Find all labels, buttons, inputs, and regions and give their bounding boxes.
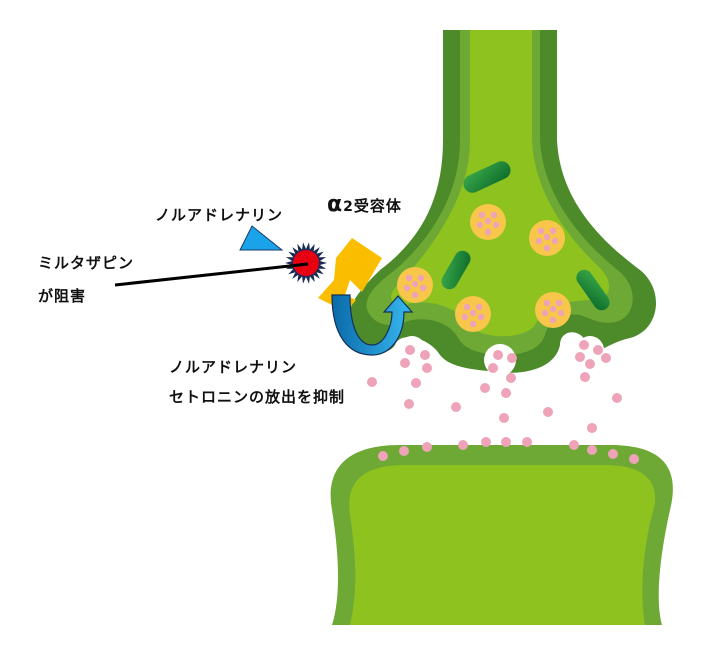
neurotransmitter: [587, 445, 597, 455]
pointer-line: [114, 262, 309, 287]
neurotransmitter: [575, 352, 585, 362]
vesicle-transmitter: [490, 211, 498, 219]
vesicle-transmitter: [492, 221, 500, 229]
neurotransmitter: [501, 437, 511, 447]
noradrenaline-molecule: [239, 225, 284, 251]
vesicle-transmitter: [463, 303, 471, 311]
vesicle-transmitter: [535, 237, 543, 245]
vesicle-transmitter: [478, 211, 486, 219]
alpha2-receptor: [318, 238, 382, 312]
neurotransmitter: [580, 372, 590, 382]
neurotransmitter: [593, 345, 603, 355]
neurotransmitter: [587, 423, 597, 433]
alpha-subscript: 2: [343, 199, 354, 215]
noradrenaline-label: ノルアドレナリン: [155, 206, 284, 224]
neurotransmitter: [579, 340, 589, 350]
vesicle-transmitter: [549, 316, 557, 324]
neurotransmitters: [367, 340, 639, 464]
vesicle-transmitter: [461, 313, 469, 321]
postsynaptic-neuron: [330, 445, 673, 625]
vesicle-transmitter: [417, 274, 425, 282]
alpha2-receptor-label: α2受容体: [327, 192, 402, 217]
neurotransmitter: [501, 388, 511, 398]
neurotransmitter: [506, 373, 516, 383]
neurotransmitter: [400, 358, 410, 368]
neurotransmitter: [488, 363, 498, 373]
neurotransmitter: [522, 437, 532, 447]
vesicle-transmitter: [403, 284, 411, 292]
neurotransmitter: [480, 383, 490, 393]
neurotransmitter: [422, 363, 432, 373]
vesicle-transmitter: [469, 320, 477, 328]
synaptic-vesicles: [397, 204, 571, 332]
vesicle-transmitter: [405, 274, 413, 282]
vesicle-transmitter: [476, 221, 484, 229]
feedback-arrow: [331, 294, 414, 356]
neurotransmitter: [507, 353, 517, 363]
neurotransmitter: [367, 377, 377, 387]
neurotransmitter: [405, 345, 415, 355]
vesicle-transmitter: [543, 233, 551, 241]
vesicle-transmitter: [537, 227, 545, 235]
neurotransmitter: [378, 451, 388, 461]
neurotransmitter: [569, 440, 579, 450]
vesicle-transmitter: [419, 284, 427, 292]
neurotransmitter: [411, 378, 421, 388]
vesicle-transmitter: [484, 217, 492, 225]
vesicle-transmitter: [484, 228, 492, 236]
vesicle-transmitter: [411, 280, 419, 288]
release-label-line1: ノルアドレナリン: [169, 358, 298, 376]
vesicle-transmitter: [475, 303, 483, 311]
neurotransmitter: [458, 440, 468, 450]
mirtazapine-label: ミルタザピン: [38, 254, 135, 272]
inhibits-label: が阻害: [38, 287, 87, 305]
vesicle-transmitter: [543, 299, 551, 307]
neurotransmitter: [543, 407, 553, 417]
vesicle-transmitter: [549, 227, 557, 235]
neurotransmitter: [420, 350, 430, 360]
vesicle-transmitter: [557, 309, 565, 317]
vesicle-transmitter: [551, 237, 559, 245]
neurotransmitter: [404, 399, 414, 409]
vesicle-transmitter: [469, 309, 477, 317]
vesicle-transmitter: [477, 313, 485, 321]
neurotransmitter: [585, 359, 595, 369]
receptor-text: 受容体: [353, 197, 402, 215]
neurotransmitter: [481, 437, 491, 447]
vesicle-transmitter: [541, 309, 549, 317]
mitochondria: [441, 161, 610, 311]
vesicle-transmitter: [549, 305, 557, 313]
vesicle-transmitter: [555, 299, 563, 307]
neurotransmitter: [399, 446, 409, 456]
neurotransmitter: [499, 413, 509, 423]
neurotransmitter: [629, 454, 639, 464]
release-label-line2: セトロニンの放出を抑制: [169, 388, 346, 406]
neurotransmitter: [612, 393, 622, 403]
neurotransmitter: [493, 350, 503, 360]
neurotransmitter: [422, 442, 432, 452]
neurotransmitter: [451, 402, 461, 412]
vesicle-transmitter: [411, 291, 419, 299]
vesicle-transmitter: [543, 244, 551, 252]
alpha-symbol: α: [327, 192, 344, 217]
neurotransmitter: [608, 449, 618, 459]
neurotransmitter: [601, 353, 611, 363]
